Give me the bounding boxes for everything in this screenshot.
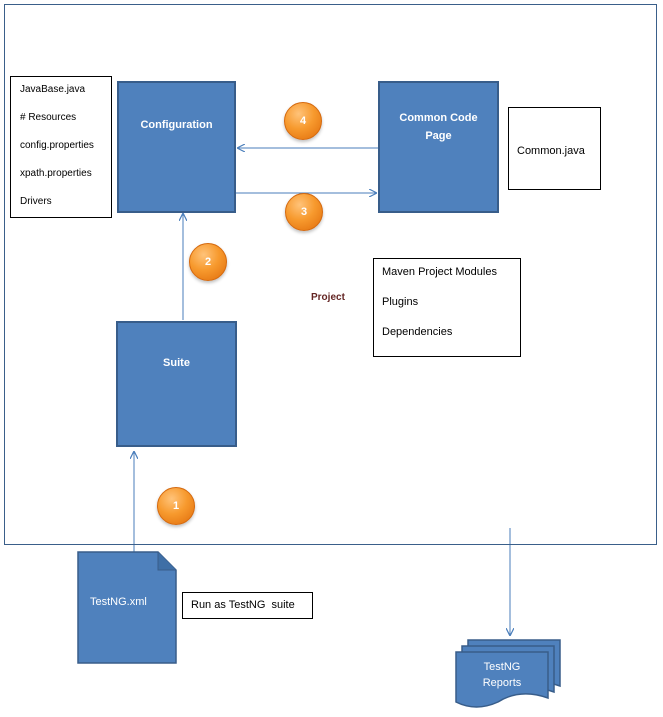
step-2-label: 2 — [204, 256, 212, 268]
step-3-circle: 3 — [285, 193, 323, 231]
step-2-circle: 2 — [189, 243, 227, 281]
suite-box: Suite — [116, 321, 237, 447]
step-3-label: 3 — [300, 206, 308, 218]
configuration-box: Configuration — [117, 81, 236, 213]
suite-label: Suite — [163, 357, 190, 369]
testng-reports-label: TestNG Reports — [482, 661, 522, 689]
maven-dependencies-item: Dependencies — [382, 326, 453, 338]
step-1-label: 1 — [172, 500, 180, 512]
step-1-circle: 1 — [157, 487, 195, 525]
configuration-label: Configuration — [140, 119, 213, 131]
list-item-config-properties: config.properties — [20, 140, 94, 151]
step-4-label: 4 — [299, 115, 307, 127]
run-as-label: Run as TestNG suite — [191, 599, 295, 611]
left-resource-list: JavaBase.java # Resources config.propert… — [10, 76, 112, 218]
list-item-javabase: JavaBase.java — [20, 84, 86, 95]
common-code-page-label: Common Code Page — [399, 112, 478, 142]
step-4-circle: 4 — [284, 102, 322, 140]
testng-xml-label: TestNG.xml — [90, 596, 147, 608]
maven-modules-item: Maven Project Modules — [382, 266, 497, 278]
common-java-box: Common.java — [508, 107, 601, 190]
common-java-label: Common.java — [517, 145, 585, 157]
project-frame — [4, 4, 657, 545]
list-item-resources: # Resources — [20, 112, 77, 123]
maven-plugins-item: Plugins — [382, 296, 419, 308]
testng-xml-doc-shape — [77, 551, 177, 664]
common-code-page-box: Common Code Page — [378, 81, 499, 213]
project-label: Project — [311, 292, 345, 303]
list-item-drivers: Drivers — [20, 196, 52, 207]
reports-doc-front — [455, 651, 549, 708]
testng-xml-doc-fold — [157, 552, 176, 571]
maven-list-box: Maven Project Modules Plugins Dependenci… — [373, 258, 521, 357]
list-item-xpath-properties: xpath.properties — [20, 168, 92, 179]
run-as-box: Run as TestNG suite — [182, 592, 313, 619]
